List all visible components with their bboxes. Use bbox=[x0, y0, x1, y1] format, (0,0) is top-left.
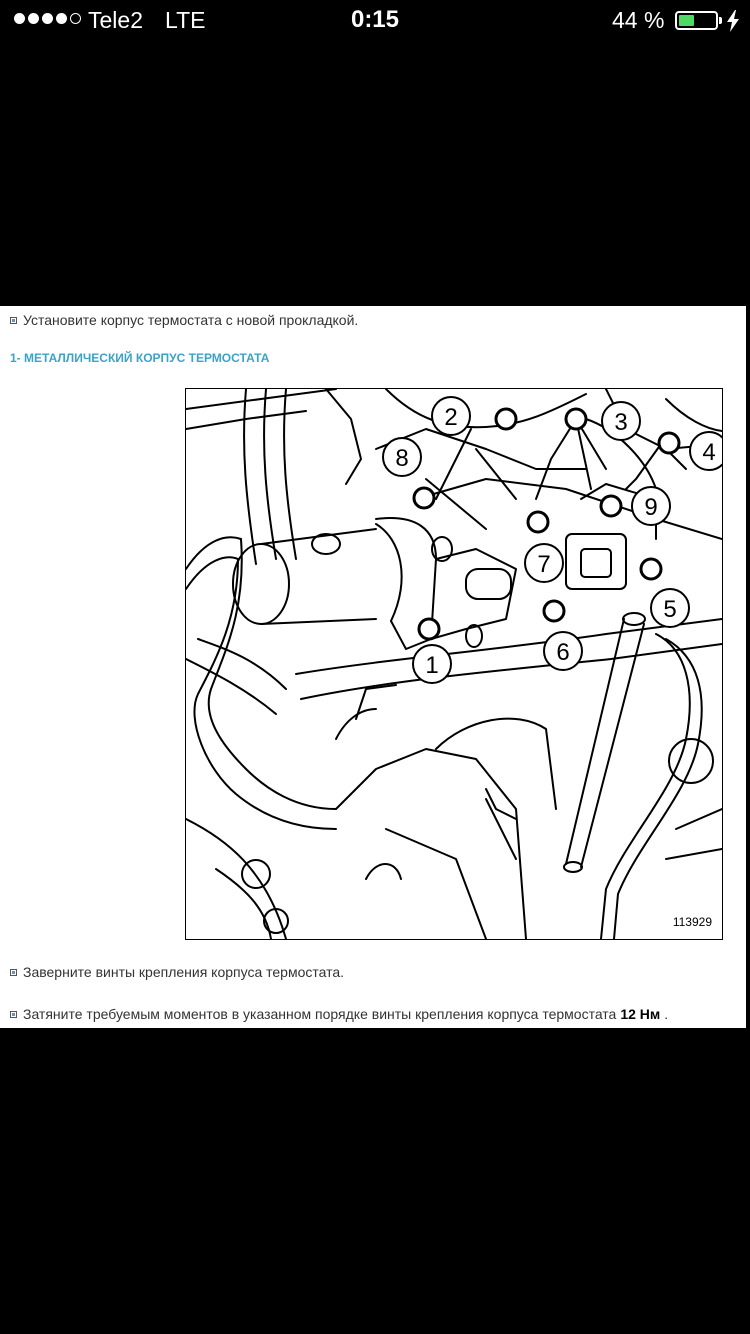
bolt-icon bbox=[526, 510, 550, 534]
callout-label: 6 bbox=[556, 639, 569, 666]
callout-circle-7 bbox=[524, 543, 564, 583]
sentence-end: . bbox=[664, 1006, 669, 1022]
clock: 0:15 bbox=[350, 6, 400, 33]
battery-level-fill bbox=[679, 15, 694, 26]
instruction-step-3: Затяните требуемым моментов в указанном … bbox=[10, 1006, 668, 1022]
callout-label: 7 bbox=[537, 551, 550, 578]
instruction-text: Установите корпус термостата с новой про… bbox=[23, 312, 359, 328]
status-bar: Tele2 LTE 0:15 44 % bbox=[0, 0, 750, 40]
figure-id: 113929 bbox=[670, 915, 714, 929]
callout-circle-8 bbox=[382, 437, 422, 477]
callout-circle-1 bbox=[412, 644, 452, 684]
callout-circle-6 bbox=[543, 631, 583, 671]
callout-circle-2 bbox=[431, 396, 471, 436]
bolt-icon bbox=[564, 407, 588, 431]
torque-value: 12 Нм bbox=[620, 1006, 661, 1022]
bolt-icon bbox=[494, 407, 518, 431]
signal-strength-icon bbox=[14, 13, 81, 24]
bolt-icon bbox=[657, 431, 681, 455]
charging-bolt-icon bbox=[727, 10, 739, 32]
callout-label: 3 bbox=[614, 409, 627, 436]
callout-circle-9 bbox=[631, 486, 671, 526]
section-title: 1- МЕТАЛЛИЧЕСКИЙ КОРПУС ТЕРМОСТАТА bbox=[10, 351, 270, 365]
battery-icon bbox=[675, 11, 718, 30]
thermostat-diagram: 1 2 3 4 5 6 7 8 9 113929 bbox=[185, 388, 723, 940]
engine-line-drawing: 1 2 3 4 5 6 7 8 9 bbox=[186, 389, 722, 939]
battery-percentage: 44 % bbox=[612, 7, 665, 33]
bolt-icon bbox=[412, 486, 436, 510]
instruction-text: Затяните требуемым моментов в указанном … bbox=[23, 1006, 617, 1022]
bullet-icon bbox=[10, 1010, 17, 1018]
carrier-name: Tele2 bbox=[88, 7, 143, 33]
callout-label: 5 bbox=[663, 596, 676, 623]
bolt-icon bbox=[639, 557, 663, 581]
instruction-text: Заверните винты крепления корпуса термос… bbox=[23, 964, 345, 980]
bullet-icon bbox=[10, 968, 17, 976]
callout-label: 1 bbox=[425, 652, 438, 679]
callout-circle-5 bbox=[650, 588, 690, 628]
callout-circle-4 bbox=[689, 431, 722, 471]
bolt-icon bbox=[599, 494, 623, 518]
callout-label: 8 bbox=[395, 445, 408, 472]
callout-label: 4 bbox=[702, 439, 715, 466]
callout-label: 2 bbox=[444, 404, 457, 431]
network-type: LTE bbox=[165, 7, 206, 33]
bolt-icon bbox=[542, 599, 566, 623]
instruction-step-1: Установите корпус термостата с новой про… bbox=[10, 312, 358, 328]
callout-circle-3 bbox=[601, 401, 641, 441]
battery-tip bbox=[719, 17, 722, 24]
bullet-icon bbox=[10, 316, 17, 324]
instruction-step-2: Заверните винты крепления корпуса термос… bbox=[10, 964, 344, 980]
callout-label: 9 bbox=[644, 494, 657, 521]
bolt-icon bbox=[417, 617, 441, 641]
document-page: Установите корпус термостата с новой про… bbox=[0, 306, 746, 1028]
